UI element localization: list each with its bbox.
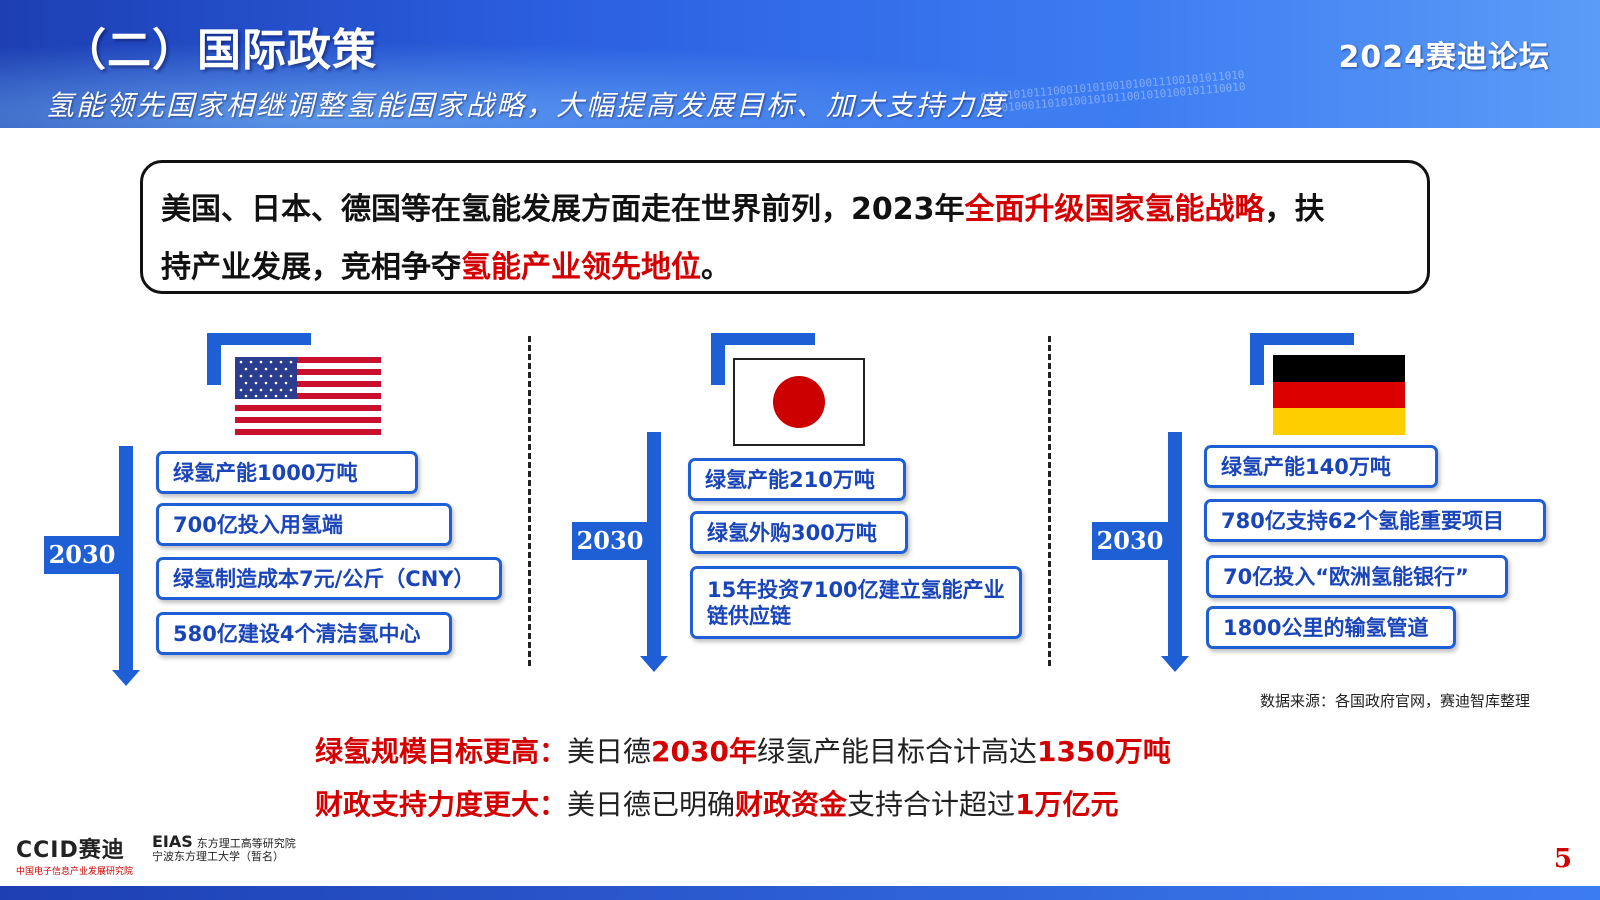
conclusion-label: 财政支持力度更大： — [315, 788, 568, 821]
conclusion-highlight: 财政资金 — [735, 788, 848, 821]
year-label: 2030 — [572, 522, 648, 560]
target-item: 绿氢外购300万吨 — [690, 511, 908, 554]
timeline-arrow — [1168, 432, 1182, 658]
column-divider — [1048, 336, 1051, 666]
summary-text: 持产业发展，竞相争夺 — [161, 250, 461, 285]
conclusion-highlight: 1350万吨 — [1036, 735, 1171, 768]
target-item: 780亿支持62个氢能重要项目 — [1204, 499, 1546, 542]
logo-mark: EIAS — [152, 832, 193, 851]
flag-bracket — [711, 333, 815, 385]
timeline-arrow — [119, 446, 133, 672]
conclusion-text: 美日德已明确 — [567, 788, 736, 821]
summary-text: ，扶 — [1264, 192, 1325, 227]
footer-bar — [0, 886, 1600, 900]
usa-flag-icon — [235, 357, 381, 435]
flag-bracket — [1250, 333, 1354, 385]
column-divider — [528, 336, 531, 666]
flag-bracket — [207, 333, 311, 385]
ccid-logo: CCID赛迪中国电子信息产业发展研究院 — [16, 832, 133, 877]
germany-flag-icon — [1273, 355, 1405, 435]
conclusion-text: 绿氢产能目标合计高达 — [756, 735, 1037, 768]
page-subtitle: 氢能领先国家相继调整氢能国家战略，大幅提高发展目标、加大支持力度 — [46, 89, 1007, 122]
target-item: 1800公里的输氢管道 — [1206, 606, 1456, 649]
logo-subtext: 中国电子信息产业发展研究院 — [16, 867, 134, 877]
logo-text: 宁波东方理工大学（暂名） — [152, 850, 284, 863]
arrow-head — [640, 656, 668, 672]
target-item: 700亿投入用氢端 — [156, 503, 452, 546]
summary-highlight: 氢能产业领先地位 — [461, 250, 701, 285]
summary-box: 美国、日本、德国等在氢能发展方面走在世界前列，2023年全面升级国家氢能战略，扶… — [140, 160, 1430, 294]
summary-text: 美国、日本、德国等在氢能发展方面走在世界前列，2023年 — [161, 192, 965, 227]
conclusion-text: 美日德 — [567, 735, 652, 768]
target-item: 15年投资7100亿建立氢能产业链供应链 — [690, 566, 1022, 639]
conclusion-text: 支持合计超过 — [847, 788, 1016, 821]
conclusion-line: 绿氢规模目标更高：美日德2030年绿氢产能目标合计高达1350万吨 — [315, 730, 1171, 770]
page-number: 5 — [1553, 844, 1572, 874]
target-item: 70亿投入“欧洲氢能银行” — [1206, 555, 1508, 598]
banner-glow — [0, 0, 1600, 128]
conclusion-highlight: 2030年 — [651, 735, 757, 768]
header-banner: 0100101011100010101001010011100101011010… — [0, 0, 1600, 128]
target-item: 绿氢产能210万吨 — [688, 458, 906, 501]
arrow-head — [112, 670, 140, 686]
year-label: 2030 — [44, 536, 120, 574]
forum-brand: 2024赛迪论坛 — [1338, 40, 1550, 75]
conclusion-label: 绿氢规模目标更高： — [315, 735, 568, 768]
page-title: （二）国际政策 — [62, 25, 377, 76]
japan-flag-icon — [733, 358, 865, 446]
target-item: 绿氢产能1000万吨 — [156, 451, 418, 494]
conclusion-line: 财政支持力度更大：美日德已明确财政资金支持合计超过1万亿元 — [315, 783, 1119, 823]
timeline-arrow — [647, 432, 661, 658]
target-item: 绿氢产能140万吨 — [1204, 445, 1438, 488]
arrow-head — [1161, 656, 1189, 672]
data-source-note: 数据来源：各国政府官网，赛迪智库整理 — [1259, 692, 1530, 710]
logo-text: 东方理工高等研究院 — [196, 837, 296, 850]
logo-text: CCID赛迪 — [16, 838, 125, 863]
year-label: 2030 — [1092, 522, 1168, 560]
summary-line-2: 持产业发展，竞相争夺氢能产业领先地位。 — [161, 239, 1409, 297]
summary-text: 。 — [701, 250, 731, 285]
target-item: 绿氢制造成本7元/公斤（CNY） — [156, 557, 502, 600]
target-item: 580亿建设4个清洁氢中心 — [156, 612, 452, 655]
summary-line-1: 美国、日本、德国等在氢能发展方面走在世界前列，2023年全面升级国家氢能战略，扶 — [161, 181, 1409, 239]
summary-highlight: 全面升级国家氢能战略 — [964, 192, 1265, 227]
conclusion-highlight: 1万亿元 — [1015, 788, 1119, 821]
